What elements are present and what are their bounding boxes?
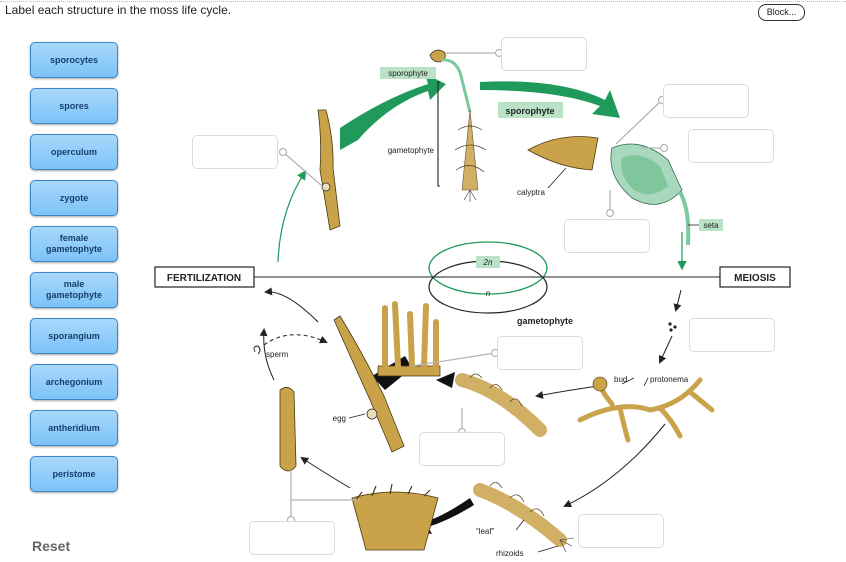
- green-arrow-left: [340, 74, 446, 150]
- arrow-to-sperm: [259, 328, 275, 381]
- sperm-dashed-arrow: [263, 334, 328, 346]
- seta-tag-bg: [699, 219, 723, 231]
- arrow-spores-protonema: [658, 335, 673, 364]
- protonema-label: protonema: [650, 375, 689, 384]
- ploidy-2n-label: 2n: [483, 258, 493, 267]
- leaf-pointer: [515, 519, 525, 531]
- sectioned-capsule-illustration: [610, 143, 691, 246]
- male-gametophyte-illustration: [455, 373, 547, 437]
- meiosis-label: MEIOSIS: [734, 273, 776, 284]
- rhizoids-label: rhizoids: [496, 549, 524, 558]
- antheridial-head-illustration: [351, 483, 439, 551]
- sporophyte-tag-bg: [380, 67, 436, 79]
- sperm-icon: [253, 345, 261, 355]
- sporophyte-tag-label: sporophyte: [388, 69, 428, 78]
- zygote-archegonium-illustration: [317, 109, 341, 231]
- egg-pointer: [348, 413, 366, 419]
- protonema-pointer: [643, 377, 649, 387]
- top-divider: [0, 1, 846, 2]
- leaf-label: “leaf”: [476, 527, 495, 536]
- mature-moss-plant-illustration: [429, 49, 487, 202]
- dropzone-6[interactable]: [689, 318, 775, 352]
- dropzone-7[interactable]: [497, 336, 583, 370]
- ploidy-n-label: n: [486, 289, 491, 298]
- fertilization-box: [154, 266, 255, 288]
- bud-label: bud: [614, 375, 627, 384]
- block-button[interactable]: Block...: [758, 4, 805, 21]
- dropzone-leader-lines: [282, 52, 664, 520]
- calyptra-label: calyptra: [517, 188, 546, 197]
- sporophyte-header: sporophyte: [505, 106, 554, 116]
- bud-pointer: [621, 377, 635, 385]
- egg-label: egg: [333, 414, 346, 423]
- dropzone-2[interactable]: [663, 84, 749, 118]
- gametophyte-header: gametophyte: [517, 316, 573, 326]
- antheridia-cluster-illustration: [377, 301, 441, 377]
- dropzone-10[interactable]: [578, 514, 664, 548]
- green-arrow-right: [480, 81, 620, 118]
- label-chip-peristome[interactable]: peristome: [30, 456, 118, 492]
- label-chip-archegonium[interactable]: archegonium: [30, 364, 118, 400]
- rhizoids-pointer: [537, 545, 559, 553]
- dropzone-5[interactable]: [564, 219, 650, 253]
- label-chip-male-gametophyte[interactable]: male gametophyte: [30, 272, 118, 308]
- dropzone-3[interactable]: [688, 129, 774, 163]
- black-arrow-male: [436, 372, 455, 388]
- dropzone-4[interactable]: [192, 135, 278, 169]
- label-chip-operculum[interactable]: operculum: [30, 134, 118, 170]
- arrow-protonema-female: [563, 423, 666, 508]
- dropzone-1[interactable]: [501, 37, 587, 71]
- spores-illustration: [668, 322, 677, 332]
- dropzone-9[interactable]: [249, 521, 335, 555]
- calyptra-pointer: [547, 167, 567, 189]
- label-chip-sporocytes[interactable]: sporocytes: [30, 42, 118, 78]
- protonema-illustration: [577, 376, 715, 443]
- reset-button[interactable]: Reset: [32, 538, 71, 554]
- label-chip-zygote[interactable]: zygote: [30, 180, 118, 216]
- arrow-protonema-male: [535, 385, 599, 399]
- arrow-meiosis-spores: [673, 289, 682, 312]
- dropzone-8[interactable]: [419, 432, 505, 466]
- fertilization-label: FERTILIZATION: [167, 273, 241, 284]
- diploid-ellipse: [428, 241, 548, 295]
- instruction-text: Label each structure in the moss life cy…: [5, 3, 232, 17]
- female-gametophyte-illustration: [473, 482, 575, 553]
- sporophyte-header-bg: [498, 102, 563, 118]
- capsule-calyptra-illustration: [527, 136, 599, 171]
- seta-label: seta: [703, 221, 719, 230]
- ploidy-2n-tag: [476, 256, 500, 268]
- label-chip-female-gametophyte[interactable]: female gametophyte: [30, 226, 118, 262]
- label-chip-sporangium[interactable]: sporangium: [30, 318, 118, 354]
- label-chip-spores[interactable]: spores: [30, 88, 118, 124]
- sperm-label: sperm: [266, 350, 289, 359]
- archegonium-egg-illustration: [333, 315, 405, 453]
- green-arrow-to-zygote: [277, 169, 307, 263]
- antheridium-illustration: [279, 387, 297, 472]
- arrow-to-antheridium: [300, 456, 351, 489]
- gametophyte-bracket: [437, 81, 440, 187]
- label-chip-antheridium[interactable]: antheridium: [30, 410, 118, 446]
- meiosis-box: [719, 266, 791, 288]
- gametophyte-bracket-label: gametophyte: [388, 146, 435, 155]
- arrow-to-fertilization: [264, 287, 319, 323]
